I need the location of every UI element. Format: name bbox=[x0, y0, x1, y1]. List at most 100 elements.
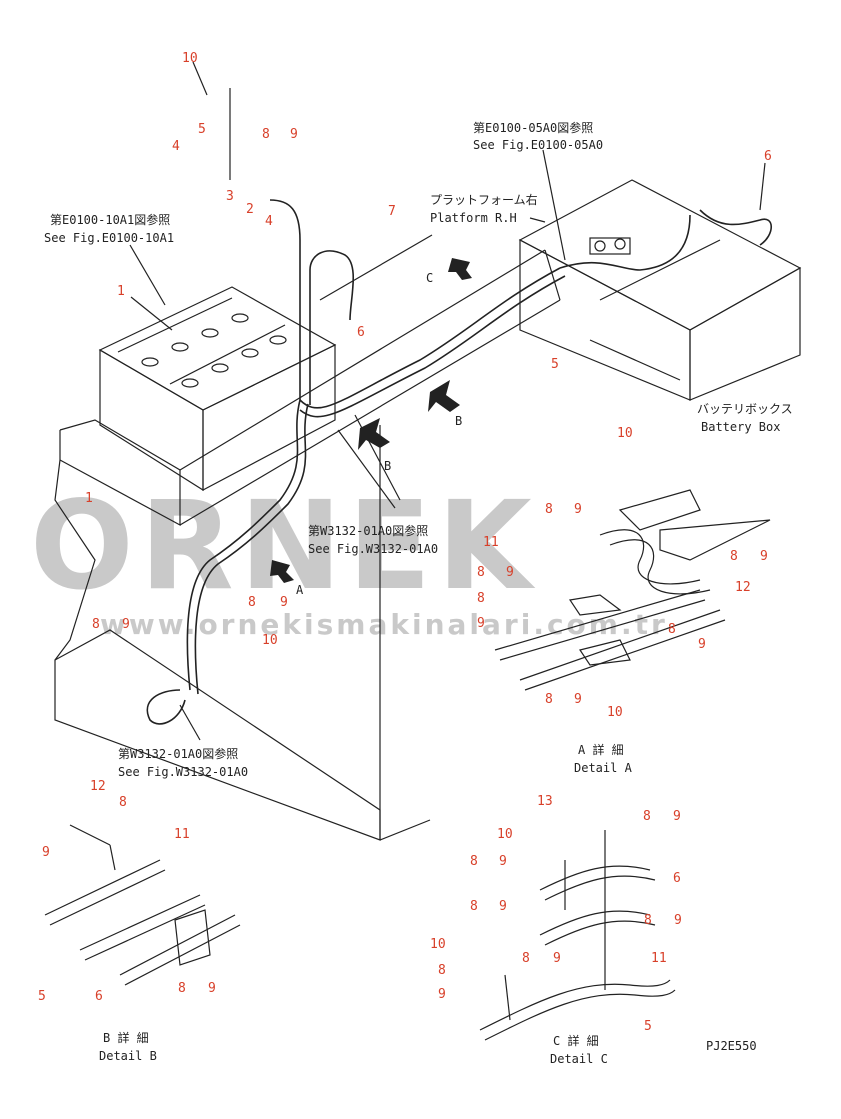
callout-10: 10 bbox=[182, 51, 198, 66]
callout-c-9b: 9 bbox=[499, 854, 507, 869]
callout-b-11: 11 bbox=[174, 827, 190, 842]
view-label-b-lower: B bbox=[384, 459, 391, 473]
ref-e0100-05a0-jp: 第E0100-05A0図参照 bbox=[473, 120, 593, 135]
callout-a-8: 8 bbox=[545, 502, 553, 517]
arrow-c bbox=[448, 258, 472, 280]
callout-c-9e: 9 bbox=[438, 987, 446, 1002]
leader-lines bbox=[129, 61, 766, 741]
callout-c-8b: 8 bbox=[470, 854, 478, 869]
view-arrows bbox=[270, 258, 472, 583]
detail-c bbox=[479, 830, 676, 1041]
harness bbox=[146, 199, 773, 725]
callout-c-8f: 8 bbox=[522, 951, 530, 966]
callout-c-9d: 9 bbox=[674, 913, 682, 928]
battery-box bbox=[518, 179, 802, 401]
callout-a-8c: 8 bbox=[477, 591, 485, 606]
callout-c-5: 5 bbox=[644, 1019, 652, 1034]
callout-5: 5 bbox=[198, 122, 206, 137]
detail-b bbox=[44, 824, 241, 986]
callout-a-8b: 8 bbox=[477, 565, 485, 580]
watermark-url: www.ornekismakinalari.com.tr bbox=[100, 608, 668, 641]
detail-a-title-en: Detail A bbox=[574, 761, 633, 775]
ref-e0100-10a1-jp: 第E0100-10A1図参照 bbox=[50, 212, 170, 227]
detail-a-title-jp: A 詳 細 bbox=[578, 742, 624, 757]
callout-c-11: 11 bbox=[651, 951, 667, 966]
arrow-a bbox=[270, 560, 294, 583]
drawing-number: PJ2E550 bbox=[706, 1039, 757, 1053]
callout-2: 2 bbox=[246, 202, 254, 217]
view-label-b-upper: B bbox=[455, 414, 462, 428]
callout-a-9: 9 bbox=[574, 502, 582, 517]
battery-left bbox=[98, 286, 337, 492]
detail-a bbox=[494, 489, 771, 691]
callout-a-10: 10 bbox=[617, 426, 633, 441]
callout-a-8e: 8 bbox=[668, 622, 676, 637]
ref-w3132-01a0-jp-2: 第W3132-01A0図参照 bbox=[118, 746, 238, 761]
callout-9: 9 bbox=[290, 127, 298, 142]
ref-w3132-01a0-jp: 第W3132-01A0図参照 bbox=[308, 523, 428, 538]
callout-b-8b: 8 bbox=[178, 981, 186, 996]
callout-4b: 4 bbox=[265, 214, 273, 229]
callout-8: 8 bbox=[262, 127, 270, 142]
callout-a-12: 12 bbox=[735, 580, 751, 595]
callouts: 10 5 4 8 9 3 2 4 7 1 6 6 5 1 8 9 8 9 10 … bbox=[38, 51, 772, 1034]
callout-5b: 5 bbox=[551, 357, 559, 372]
callout-c-8d: 8 bbox=[644, 913, 652, 928]
callout-c-9f: 9 bbox=[553, 951, 561, 966]
callout-c-10b: 10 bbox=[430, 937, 446, 952]
callout-c-13: 13 bbox=[537, 794, 553, 809]
detail-c-title-jp: C 詳 細 bbox=[553, 1033, 599, 1048]
callout-c-9: 9 bbox=[673, 809, 681, 824]
callout-1: 1 bbox=[117, 284, 125, 299]
callout-8b: 8 bbox=[248, 595, 256, 610]
callout-8c: 8 bbox=[92, 617, 100, 632]
detail-b-title-en: Detail B bbox=[99, 1049, 157, 1063]
callout-b-12: 12 bbox=[90, 779, 106, 794]
platform-label-en: Platform R.H bbox=[430, 211, 517, 225]
arrow-b-upper bbox=[428, 380, 460, 412]
callout-a-11: 11 bbox=[483, 535, 499, 550]
annotations: 第E0100-10A1図参照 See Fig.E0100-10A1 第E0100… bbox=[44, 120, 793, 1066]
callout-4: 4 bbox=[172, 139, 180, 154]
callout-7: 7 bbox=[388, 204, 396, 219]
callout-9b: 9 bbox=[280, 595, 288, 610]
callout-3: 3 bbox=[226, 189, 234, 204]
battery-box-label-en: Battery Box bbox=[701, 420, 780, 434]
detail-b-title-jp: B 詳 細 bbox=[103, 1030, 149, 1045]
callout-9c: 9 bbox=[122, 617, 130, 632]
callout-a-9b: 9 bbox=[506, 565, 514, 580]
callout-b-6: 6 bbox=[95, 989, 103, 1004]
ref-w3132-01a0-en-2: See Fig.W3132-01A0 bbox=[118, 765, 248, 779]
view-label-c: C bbox=[426, 271, 433, 285]
callout-6: 6 bbox=[357, 325, 365, 340]
callout-10b: 10 bbox=[262, 633, 278, 648]
callout-c-8: 8 bbox=[643, 809, 651, 824]
callout-b-8: 8 bbox=[119, 795, 127, 810]
arrow-b-lower bbox=[358, 418, 390, 450]
callout-a-10b: 10 bbox=[607, 705, 623, 720]
ref-w3132-01a0-en: See Fig.W3132-01A0 bbox=[308, 542, 438, 556]
callout-b-9: 9 bbox=[42, 845, 50, 860]
callout-a-8d: 8 bbox=[730, 549, 738, 564]
callout-c-8c: 8 bbox=[470, 899, 478, 914]
battery-box-label-jp: バッテリボックス bbox=[697, 402, 793, 416]
callout-b-5: 5 bbox=[38, 989, 46, 1004]
callout-a-9f: 9 bbox=[574, 692, 582, 707]
callout-b-9b: 9 bbox=[208, 981, 216, 996]
callout-c-6: 6 bbox=[673, 871, 681, 886]
view-label-a: A bbox=[296, 583, 304, 597]
callout-c-9c: 9 bbox=[499, 899, 507, 914]
callout-a-9c: 9 bbox=[477, 616, 485, 631]
callout-c-10: 10 bbox=[497, 827, 513, 842]
platform-label-jp: プラットフォーム右 bbox=[430, 192, 538, 207]
callout-c-8e: 8 bbox=[438, 963, 446, 978]
callout-a-9e: 9 bbox=[698, 637, 706, 652]
ref-e0100-10a1-en: See Fig.E0100-10A1 bbox=[44, 231, 174, 245]
platform bbox=[54, 249, 561, 841]
ref-e0100-05a0-en: See Fig.E0100-05A0 bbox=[473, 138, 603, 152]
detail-c-title-en: Detail C bbox=[550, 1052, 608, 1066]
callout-a-8f: 8 bbox=[545, 692, 553, 707]
callout-a-9d: 9 bbox=[760, 549, 768, 564]
